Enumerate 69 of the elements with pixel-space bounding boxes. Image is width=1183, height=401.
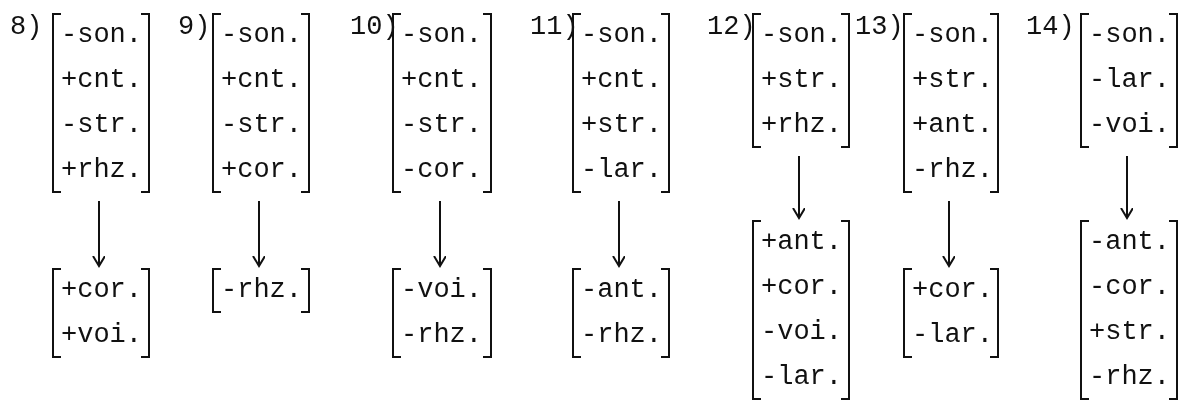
feature-matrix: [1080, 220, 1178, 400]
feature-value: -voi.: [761, 316, 842, 349]
feature-value: -cor.: [1089, 271, 1170, 304]
feature-value: -son.: [761, 19, 842, 52]
feature-value: +ant.: [912, 109, 993, 142]
feature-value: +cor.: [912, 274, 993, 307]
feature-matrix: [1080, 13, 1178, 148]
feature-value: +cnt.: [581, 64, 662, 97]
feature-matrix: [752, 13, 850, 148]
arrow: [1120, 155, 1134, 219]
feature-value: -lar.: [1089, 64, 1170, 97]
feature-matrix: [572, 268, 670, 358]
feature-value: +cor.: [221, 154, 302, 187]
feature-value: -lar.: [581, 154, 662, 187]
feature-value: +str.: [912, 64, 993, 97]
feature-value: -son.: [1089, 19, 1170, 52]
feature-value: -ant.: [1089, 226, 1170, 259]
feature-value: -rhz.: [912, 154, 993, 187]
arrow: [252, 200, 266, 267]
feature-value: +cnt.: [221, 64, 302, 97]
feature-matrix: [212, 268, 310, 313]
feature-value: -lar.: [912, 319, 993, 352]
rule-number: 8): [10, 11, 43, 44]
feature-value: +voi.: [61, 319, 142, 352]
feature-value: -lar.: [761, 361, 842, 394]
arrow: [433, 200, 447, 267]
feature-matrix: [572, 13, 670, 193]
rule-number: 13): [855, 11, 904, 44]
feature-value: +cor.: [61, 274, 142, 307]
feature-value: +rhz.: [761, 109, 842, 142]
feature-value: -str.: [401, 109, 482, 142]
arrow: [792, 155, 806, 219]
feature-value: -str.: [61, 109, 142, 142]
feature-value: -rhz.: [1089, 361, 1170, 394]
arrow: [612, 200, 626, 267]
feature-value: +str.: [1089, 316, 1170, 349]
feature-value: -rhz.: [221, 274, 302, 307]
feature-value: -rhz.: [581, 319, 662, 352]
arrow: [942, 200, 956, 267]
feature-matrix: [212, 13, 310, 193]
feature-value: -voi.: [1089, 109, 1170, 142]
feature-matrix: [52, 13, 150, 193]
feature-value: +str.: [761, 64, 842, 97]
feature-matrix: [392, 268, 492, 358]
rule-number: 14): [1026, 11, 1075, 44]
feature-value: -son.: [221, 19, 302, 52]
feature-value: -ant.: [581, 274, 662, 307]
feature-matrix: [903, 13, 999, 193]
feature-matrix: [392, 13, 492, 193]
feature-value: +cor.: [761, 271, 842, 304]
feature-matrix: [52, 268, 150, 358]
feature-matrix: [903, 268, 999, 358]
feature-value: -son.: [401, 19, 482, 52]
rule-number: 9): [178, 11, 211, 44]
feature-value: -rhz.: [401, 319, 482, 352]
feature-value: -str.: [221, 109, 302, 142]
feature-value: +rhz.: [61, 154, 142, 187]
feature-value: -son.: [61, 19, 142, 52]
feature-value: +ant.: [761, 226, 842, 259]
feature-value: -son.: [581, 19, 662, 52]
feature-value: +cnt.: [61, 64, 142, 97]
rule-number: 12): [707, 11, 756, 44]
feature-matrix: [752, 220, 850, 400]
arrow: [92, 200, 106, 267]
feature-value: +cnt.: [401, 64, 482, 97]
feature-value: -cor.: [401, 154, 482, 187]
feature-value: +str.: [581, 109, 662, 142]
feature-value: -son.: [912, 19, 993, 52]
feature-value: -voi.: [401, 274, 482, 307]
